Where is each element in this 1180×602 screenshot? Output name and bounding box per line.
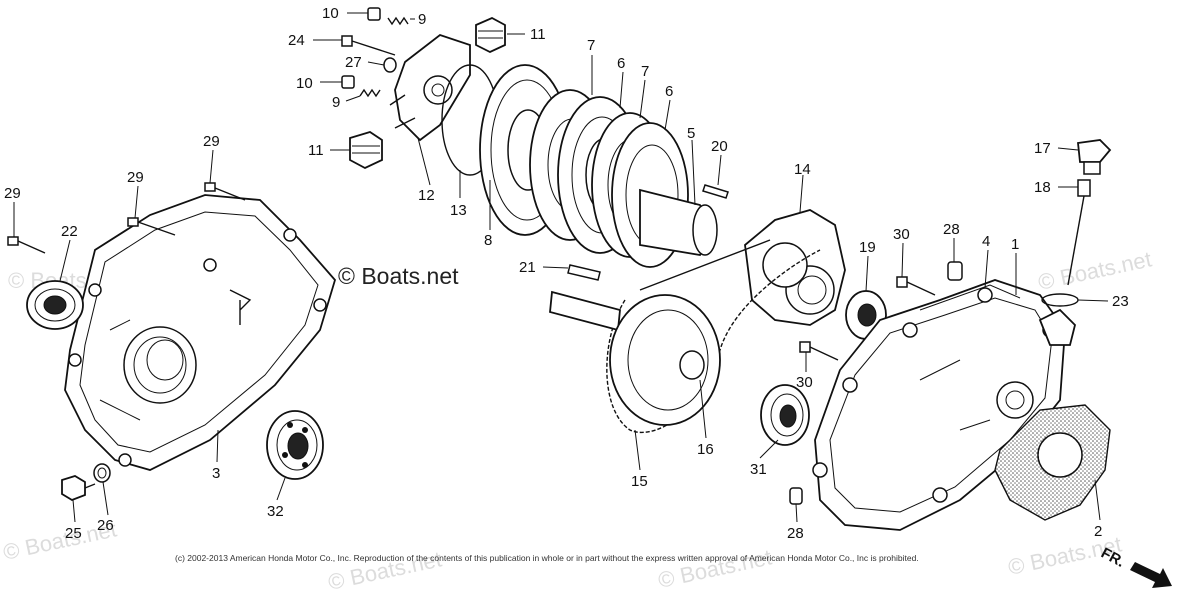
nut-10-lower — [341, 75, 355, 89]
clutch-weight-plate-12 — [389, 33, 471, 142]
callout-8: 8 — [484, 232, 492, 249]
oil-seal-22 — [26, 280, 84, 330]
callout-11-top: 11 — [530, 26, 546, 43]
key-20 — [702, 184, 729, 199]
callout-31: 31 — [750, 461, 767, 478]
callout-6b: 6 — [665, 83, 673, 100]
clutch-drum-14 — [744, 209, 846, 326]
weight-11-top — [475, 16, 506, 53]
callout-numbers: 10 9 11 24 27 10 9 11 12 13 8 7 6 7 6 5 … — [4, 5, 1129, 542]
callout-29-left: 29 — [4, 185, 21, 202]
callout-12: 12 — [418, 187, 435, 204]
copyright-notice: (c) 2002-2013 American Honda Motor Co., … — [175, 553, 919, 563]
watermark-right: © Boats.net — [1036, 246, 1154, 294]
callout-18: 18 — [1034, 179, 1051, 196]
nut-10-top — [367, 7, 381, 21]
callout-6a: 6 — [617, 55, 625, 72]
bearing-32 — [266, 410, 324, 480]
callout-11-lower: 11 — [308, 142, 324, 159]
callout-16: 16 — [697, 441, 714, 458]
bolt-30-lower — [799, 341, 839, 361]
bolt-29-mid — [127, 217, 176, 236]
callout-24: 24 — [288, 32, 305, 49]
callout-14: 14 — [794, 161, 811, 178]
callout-15: 15 — [631, 473, 648, 490]
callout-9-lower: 9 — [332, 94, 340, 111]
callout-7b: 7 — [641, 63, 649, 80]
callout-9-top: 9 — [418, 11, 426, 28]
callout-21: 21 — [519, 259, 536, 276]
callout-20: 20 — [711, 138, 728, 155]
drain-bolt-25 — [61, 475, 96, 501]
front-direction-arrow: FR. — [1098, 545, 1172, 588]
callout-3: 3 — [212, 465, 220, 482]
watermark-main: © Boats.net — [338, 263, 459, 289]
callout-28-upper: 28 — [943, 221, 960, 238]
callout-28-lower: 28 — [787, 525, 804, 542]
bearing-31 — [760, 384, 810, 446]
washer-26 — [93, 463, 111, 483]
bolt-29-left — [7, 236, 46, 254]
gasket-2 — [994, 404, 1111, 521]
bolt-24 — [341, 35, 396, 56]
weight-11-lower — [349, 131, 383, 170]
bolt-30-upper — [896, 276, 936, 296]
clutch-hub-5 — [639, 188, 718, 256]
callout-2: 2 — [1094, 523, 1102, 540]
watermark-bottom-right: © Boats.net — [656, 544, 774, 592]
callout-10-top: 10 — [322, 5, 339, 22]
callout-23: 23 — [1112, 293, 1129, 310]
callout-30-lower: 30 — [796, 374, 813, 391]
callout-29-mid: 29 — [127, 169, 144, 186]
callout-17: 17 — [1034, 140, 1051, 157]
callout-1: 1 — [1011, 236, 1019, 253]
callout-13: 13 — [450, 202, 467, 219]
spring-9-lower — [359, 88, 381, 98]
washer-27 — [383, 57, 397, 73]
key-21 — [567, 264, 601, 281]
callout-25: 25 — [65, 525, 82, 542]
right-case-1 — [812, 279, 1076, 531]
callout-19: 19 — [859, 239, 876, 256]
callout-32: 32 — [267, 503, 284, 520]
gasket-4 — [919, 284, 1021, 311]
dowel-28-lower — [789, 487, 803, 505]
dipstick-18 — [1067, 179, 1091, 286]
filler-cap-17 — [1077, 139, 1112, 175]
spring-9-top — [387, 16, 409, 26]
callout-27: 27 — [345, 54, 362, 71]
callout-22: 22 — [61, 223, 78, 240]
callout-10-lower: 10 — [296, 75, 313, 92]
o-ring-23 — [1041, 293, 1079, 307]
callout-5: 5 — [687, 125, 695, 142]
left-case-cover — [64, 194, 337, 471]
callout-26: 26 — [97, 517, 114, 534]
shaft-sprocket-16 — [549, 290, 721, 426]
callout-30-upper: 30 — [893, 226, 910, 243]
callout-4: 4 — [982, 233, 990, 250]
dowel-28-upper — [947, 261, 963, 281]
callout-7a: 7 — [587, 37, 595, 54]
callout-29-top: 29 — [203, 133, 220, 150]
leader-lines — [13, 12, 1109, 523]
